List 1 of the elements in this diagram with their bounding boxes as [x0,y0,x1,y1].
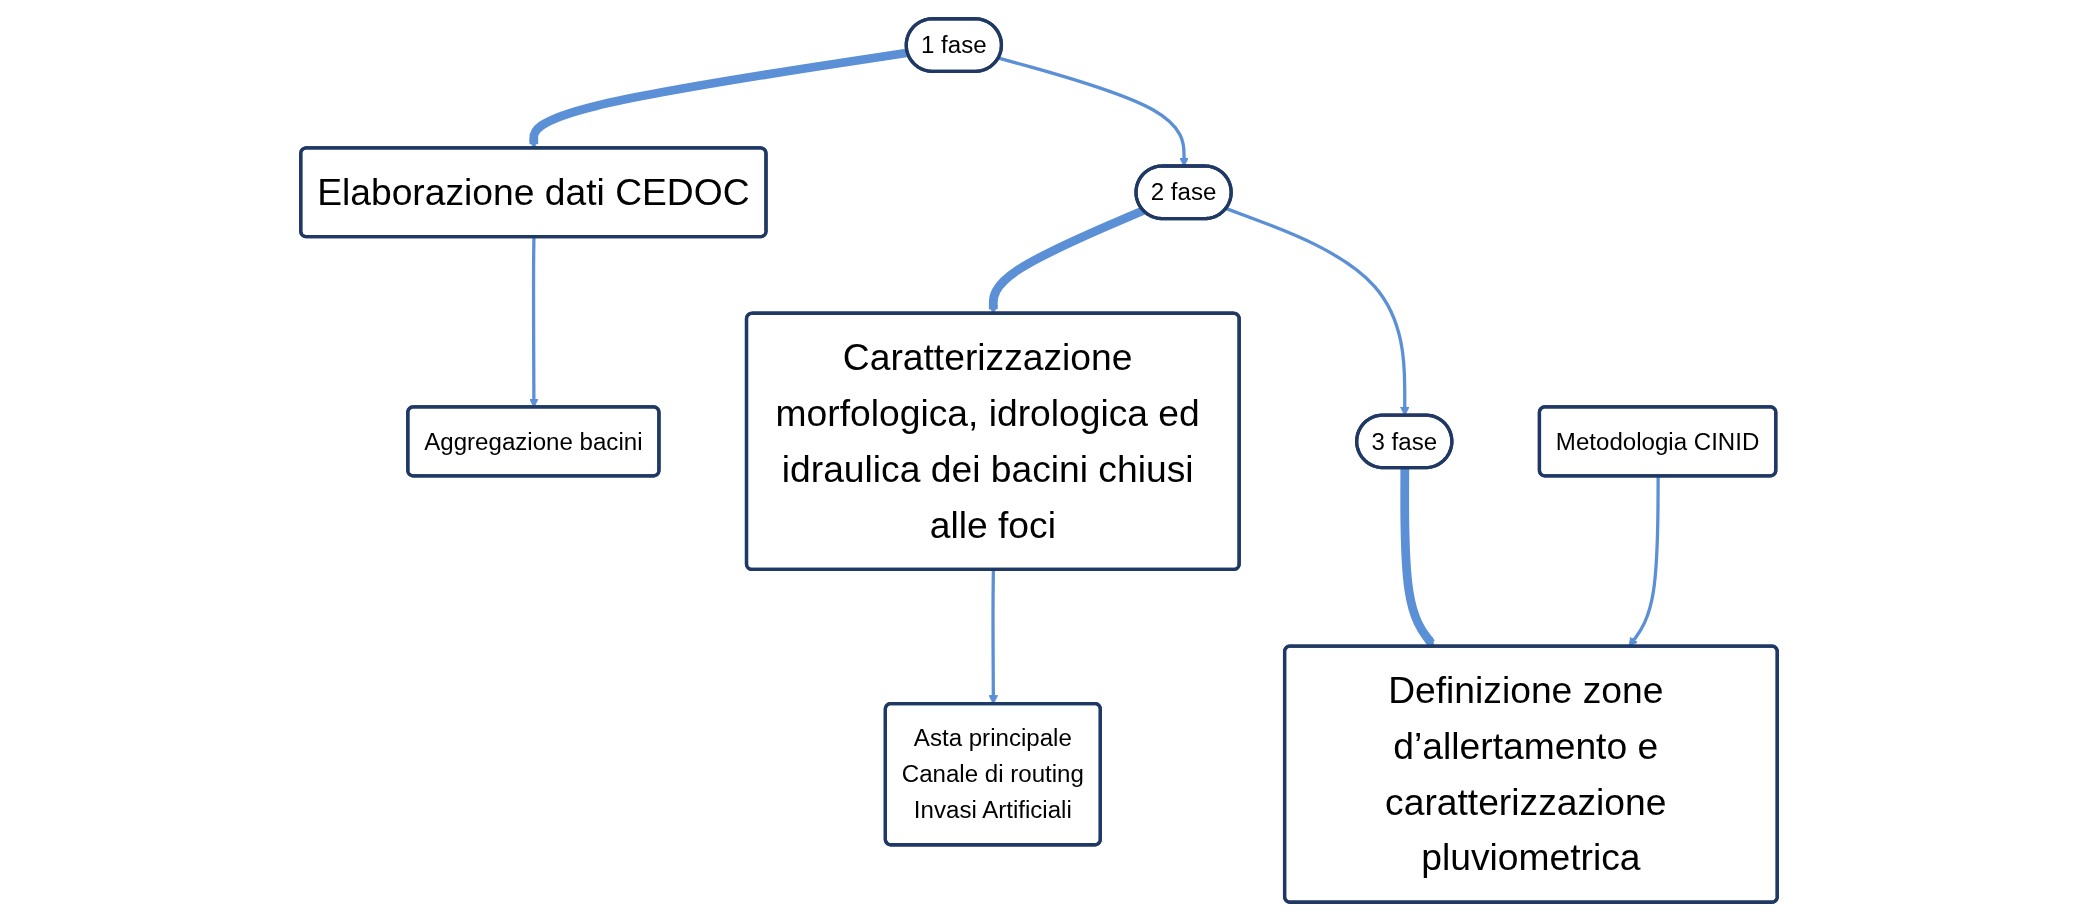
arrow [998,56,1189,167]
